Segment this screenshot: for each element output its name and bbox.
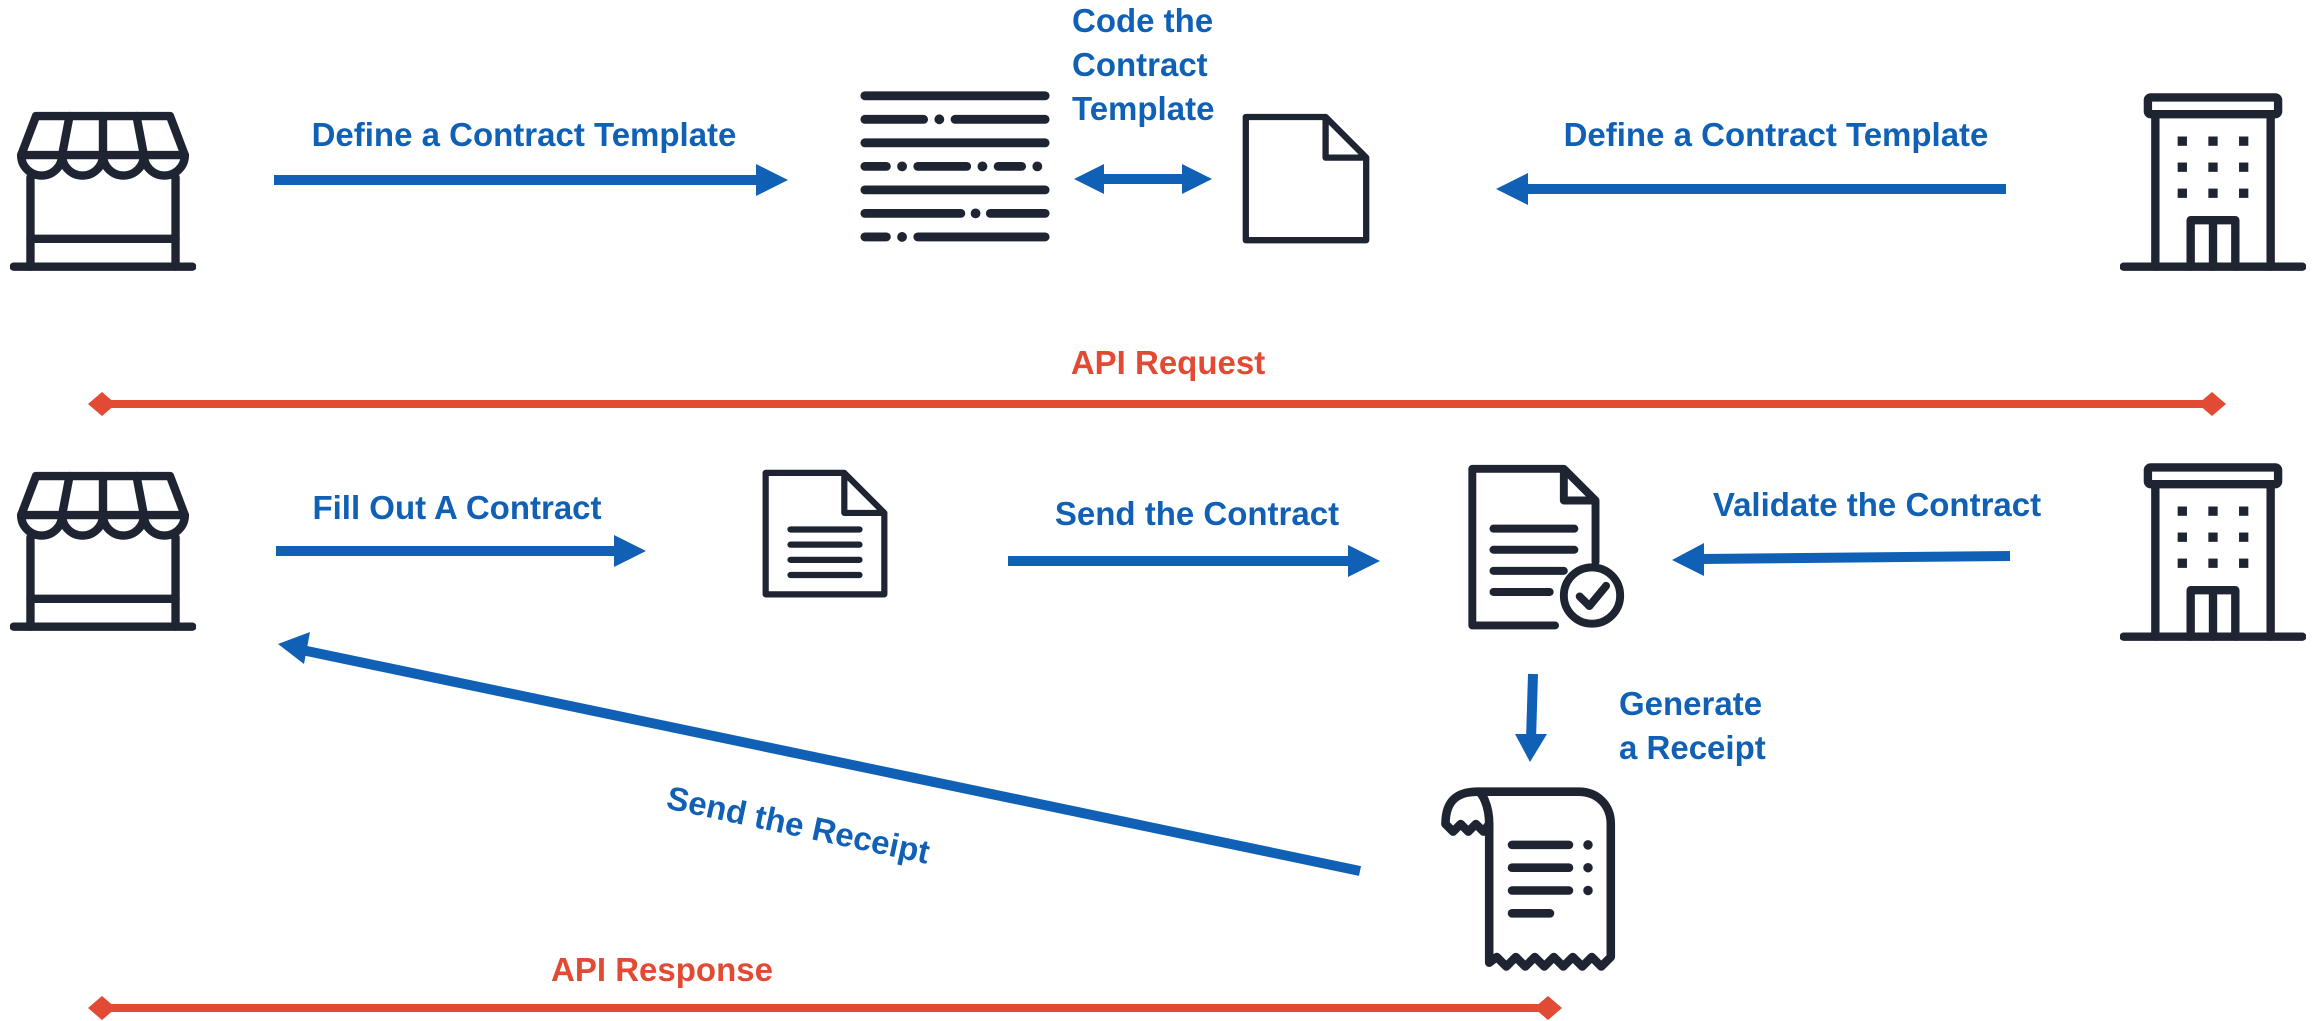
generate-receipt-arrow: [1515, 673, 1547, 762]
blank-document-icon: [1246, 117, 1366, 240]
document-lines-icon: [766, 473, 885, 594]
api-request-label: API Request: [1071, 344, 1265, 381]
validate-contract-arrow: [1672, 543, 2011, 576]
api-response-arrow: [88, 996, 1562, 1020]
code-template-label-line2: Contract: [1072, 46, 1208, 83]
send-receipt-label: Send the Receipt: [664, 779, 934, 871]
send-contract-label: Send the Contract: [1055, 495, 1339, 532]
generate-receipt-label-line1: Generate: [1619, 685, 1762, 722]
receipt-icon: [1446, 792, 1611, 967]
define-template-right-label: Define a Contract Template: [1564, 116, 1989, 153]
define-template-left-arrow: [274, 164, 788, 196]
send-contract-arrow: [1008, 545, 1380, 577]
fill-out-contract-label: Fill Out A Contract: [312, 489, 601, 526]
send-receipt-arrow: [278, 632, 1362, 876]
fill-out-contract-arrow: [276, 535, 646, 567]
code-template-label-line3: Template: [1072, 90, 1214, 127]
api-request-arrow: [88, 392, 2226, 416]
code-template-label-line1: Code the: [1072, 2, 1213, 39]
code-listing-icon: [865, 96, 1045, 242]
validate-contract-label: Validate the Contract: [1713, 486, 2041, 523]
api-response-label: API Response: [551, 951, 773, 988]
office-building-icon: [2124, 97, 2303, 266]
storefront-icon: [14, 116, 193, 267]
document-check-icon: [1472, 469, 1620, 626]
define-template-left-label: Define a Contract Template: [312, 116, 737, 153]
office-building-icon: [2124, 467, 2303, 636]
code-template-double-arrow: [1074, 164, 1212, 194]
generate-receipt-label-line2: a Receipt: [1619, 729, 1766, 766]
define-template-right-arrow: [1496, 173, 2006, 205]
storefront-icon: [14, 476, 193, 627]
